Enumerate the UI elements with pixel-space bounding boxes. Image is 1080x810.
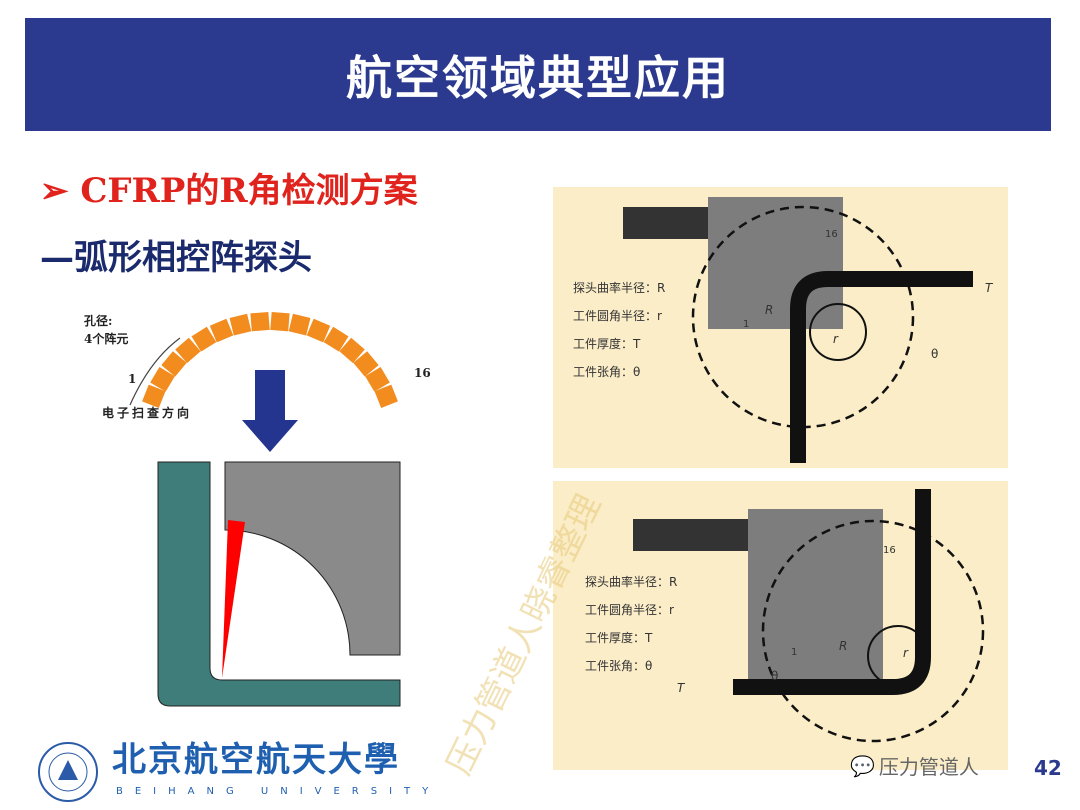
panel-outer-corner: 探头曲率半径：R 工件圆角半径：r 工件厚度：T 工件张角：θ T R r θ … [553, 187, 1008, 468]
subtitle: —弧形相控阵探头 [40, 238, 312, 278]
array-element [161, 351, 187, 377]
wechat-account: 💬压力管道人 [850, 751, 979, 780]
down-arrow-icon [242, 370, 298, 452]
mark-t: T [677, 681, 685, 695]
mark-t: T [985, 281, 993, 295]
label-thickness: 工件厚度：T [585, 631, 653, 645]
mark-r: r [833, 332, 838, 346]
array-elements [142, 311, 398, 408]
array-element [209, 318, 234, 343]
array-element [270, 311, 290, 332]
university-name: 北京航空航天大學 [112, 740, 400, 780]
scan-direction-label: 电子扫查方向 [102, 406, 193, 420]
workpiece-l-shape [157, 461, 401, 707]
slide-title: 航空领域典型应用 [346, 50, 730, 105]
mark-1: 1 [743, 319, 750, 330]
mark-R: R [839, 639, 848, 653]
arrow-bullet-icon: ➢ [40, 171, 81, 211]
outer-corner-drawing [623, 197, 973, 463]
mark-theta: θ [931, 347, 939, 361]
mark-1: 1 [791, 647, 798, 658]
slide-title-bar: 航空领域典型应用 [25, 18, 1051, 131]
array-element [339, 337, 365, 364]
label-fillet-radius: 工件圆角半径：r [585, 603, 674, 617]
element-first-label: 1 [128, 372, 137, 386]
university-name-en: BEIHANG UNIVERSITY [116, 786, 441, 797]
label-probe-radius: 探头曲率半径：R [573, 281, 666, 295]
array-element [175, 337, 201, 364]
aperture-label: 孔径: [84, 314, 113, 328]
sound-beam [222, 520, 245, 678]
university-seal-icon [38, 742, 98, 802]
array-element [142, 384, 166, 408]
mark-r: r [903, 646, 908, 660]
wechat-name: 压力管道人 [878, 755, 979, 779]
bullet-text: CFRP的R角检测方案 [80, 171, 418, 211]
array-element [229, 313, 252, 336]
array-element [288, 313, 311, 336]
mark-16: 16 [825, 229, 838, 240]
aperture-bracket [129, 337, 181, 406]
array-element [150, 367, 175, 392]
elements-label: 4个阵元 [84, 332, 129, 346]
array-element [353, 351, 379, 377]
label-angle: 工件张角：θ [585, 659, 653, 673]
label-probe-radius: 探头曲率半径：R [585, 575, 678, 589]
mark-theta: θ [771, 669, 779, 683]
array-element [323, 326, 349, 352]
page-number: 42 [1034, 756, 1062, 780]
array-element [306, 318, 331, 343]
mark-R: R [765, 303, 774, 317]
array-element [250, 311, 270, 332]
probe-diagram [129, 311, 401, 707]
wechat-icon: 💬 [850, 753, 875, 778]
panel-inner-corner: 探头曲率半径：R 工件圆角半径：r 工件厚度：T 工件张角：θ T R r θ … [553, 481, 1008, 770]
bullet-heading: ➢ CFRP的R角检测方案 [40, 163, 418, 212]
label-fillet-radius: 工件圆角半径：r [573, 309, 662, 323]
element-last-label: 16 [414, 366, 431, 380]
label-thickness: 工件厚度：T [573, 337, 641, 351]
array-element [365, 367, 390, 392]
array-element [191, 326, 217, 352]
inner-corner-drawing [633, 489, 985, 743]
array-element [374, 384, 398, 408]
label-angle: 工件张角：θ [573, 365, 641, 379]
curved-probe-block [224, 461, 401, 656]
mark-16: 16 [883, 545, 896, 556]
